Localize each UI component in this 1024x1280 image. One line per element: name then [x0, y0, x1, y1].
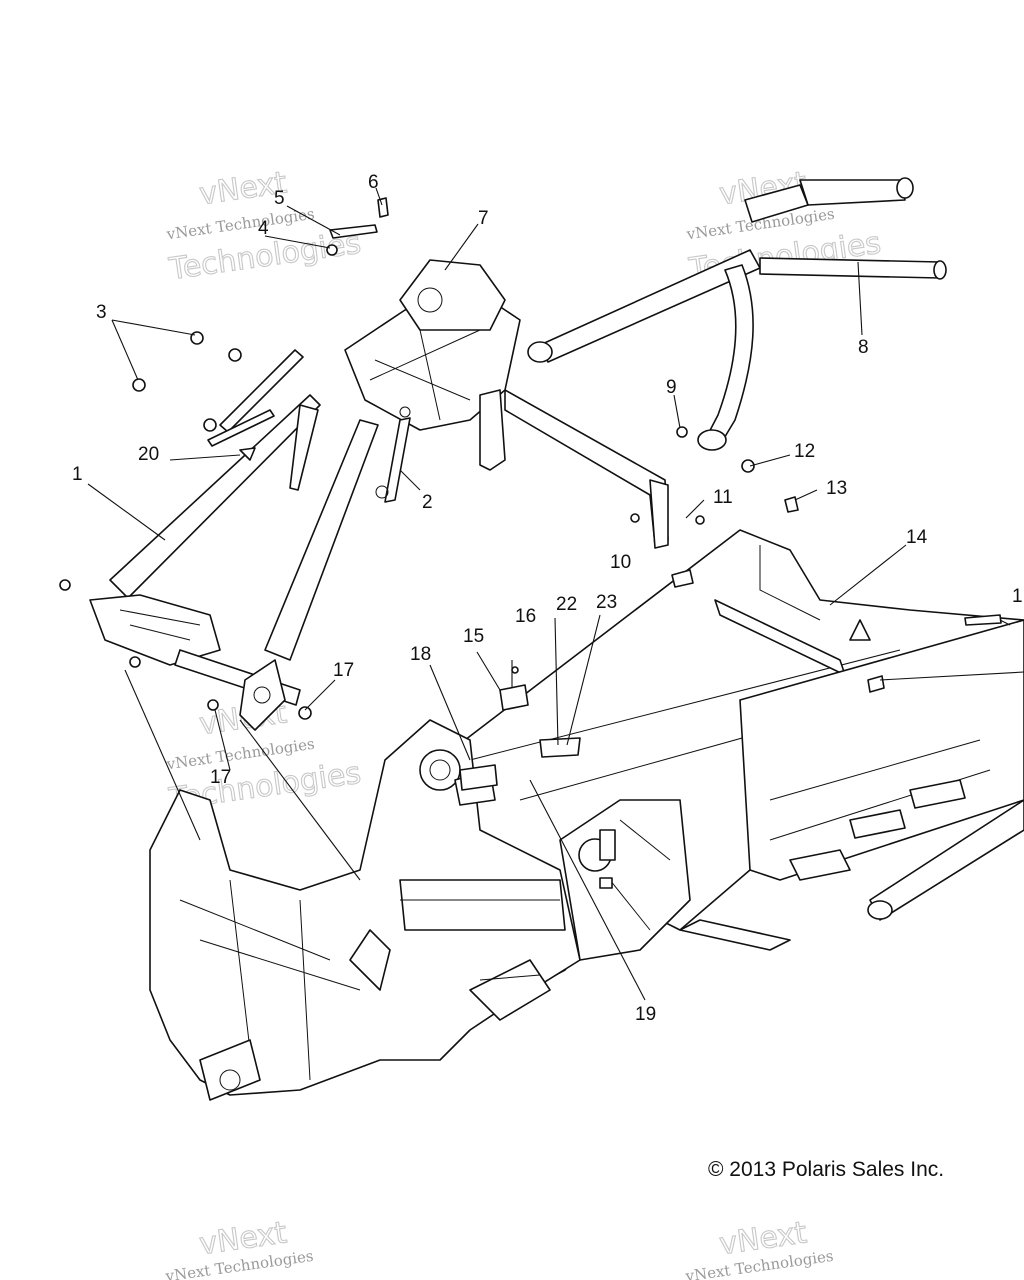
callout-8: 8: [858, 337, 869, 358]
callout-7: 7: [478, 208, 489, 229]
callout-19: 19: [635, 1004, 656, 1025]
callout-15: 15: [463, 626, 484, 647]
callout-13: 13: [826, 478, 847, 499]
callout-2: 2: [422, 492, 433, 513]
callout-17: 17: [210, 767, 231, 788]
frame-tube-part: [89, 394, 379, 731]
leader-lines: [87, 187, 1024, 1001]
callout-11: 11: [713, 487, 733, 508]
callout-1: 1: [1012, 586, 1023, 607]
callout-17: 17: [333, 660, 354, 681]
callout-9: 9: [666, 377, 677, 398]
strip-part: [207, 404, 319, 491]
callout-16: 16: [515, 606, 536, 627]
callout-23: 23: [596, 592, 617, 613]
bolt-set-part: [219, 349, 304, 461]
callout-5: 5: [274, 188, 285, 209]
callout-14: 14: [906, 527, 928, 548]
callout-12: 12: [794, 441, 815, 462]
watermark: vNext vNext Technologies: [163, 1215, 314, 1280]
callout-labels: 1 2 3 4 5 6 7 8 9 10 11 12 13 14 15 16 1…: [72, 172, 1023, 1025]
callout-4: 4: [258, 218, 269, 239]
link-rod-part: [375, 406, 411, 503]
parts-artwork: [59, 177, 1024, 1101]
column-bracket-part: [344, 259, 669, 549]
callout-10: 10: [610, 552, 631, 573]
copyright-notice: © 2013 Polaris Sales Inc.: [708, 1158, 945, 1181]
callout-6: 6: [368, 172, 379, 193]
callout-3: 3: [96, 302, 107, 323]
callout-20: 20: [138, 444, 159, 465]
callout-18: 18: [410, 644, 431, 665]
watermark: vNext vNext Technologies: [683, 1215, 834, 1280]
fasteners: [59, 197, 1002, 889]
callout-1: 1: [72, 464, 83, 485]
callout-22: 22: [556, 594, 577, 615]
steering-post-part: [527, 177, 947, 451]
